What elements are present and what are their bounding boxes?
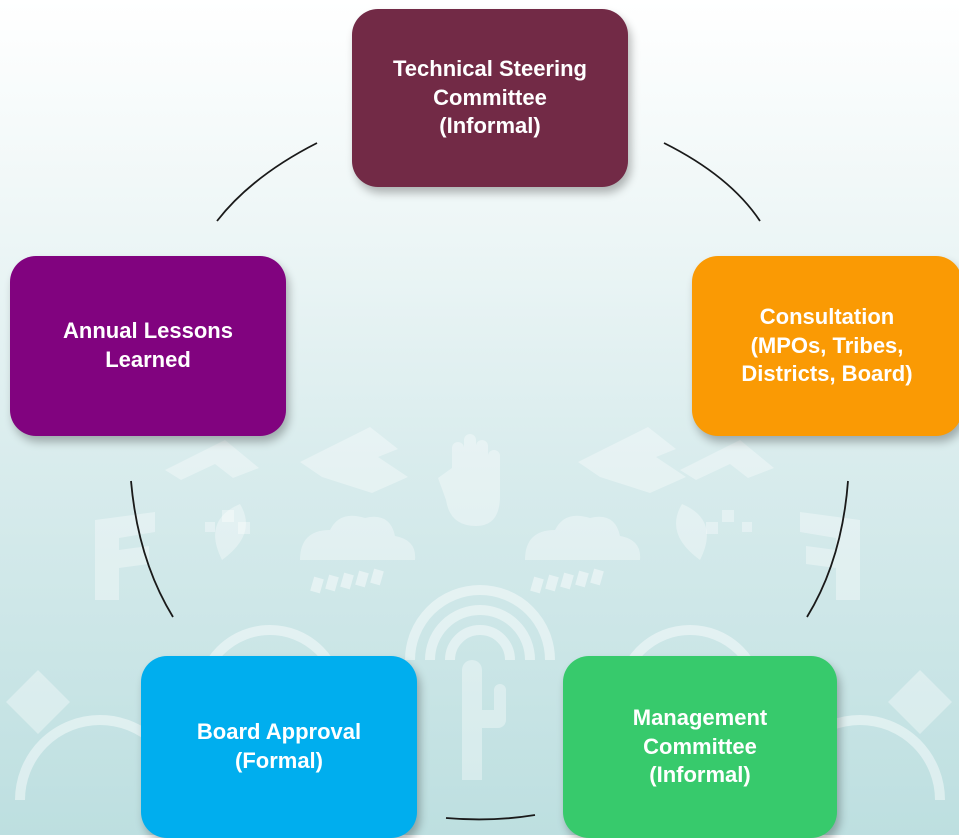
node-technical-steering-committee: Technical Steering Committee (Informal) <box>352 9 628 187</box>
node-technical-steering-committee-label: Technical Steering Committee (Informal) <box>393 56 587 139</box>
connector-lessons-to-tsc <box>216 142 318 222</box>
node-management-committee-label: Management Committee (Informal) <box>632 705 768 788</box>
connector-management-to-board <box>445 814 536 821</box>
node-annual-lessons-learned-label: Annual Lessons Learned <box>63 318 233 372</box>
connector-consultation-to-management <box>806 480 849 618</box>
node-consultation: Consultation (MPOs, Tribes, Districts, B… <box>692 256 959 436</box>
node-board-approval: Board Approval (Formal) <box>141 656 417 838</box>
connector-tsc-to-consultation <box>663 142 761 222</box>
connector-board-to-lessons <box>130 480 174 618</box>
node-annual-lessons-learned: Annual Lessons Learned <box>10 256 286 436</box>
node-board-approval-label: Board Approval (Formal) <box>196 719 362 773</box>
node-management-committee: Management Committee (Informal) <box>563 656 837 838</box>
node-consultation-label: Consultation (MPOs, Tribes, Districts, B… <box>741 304 913 387</box>
